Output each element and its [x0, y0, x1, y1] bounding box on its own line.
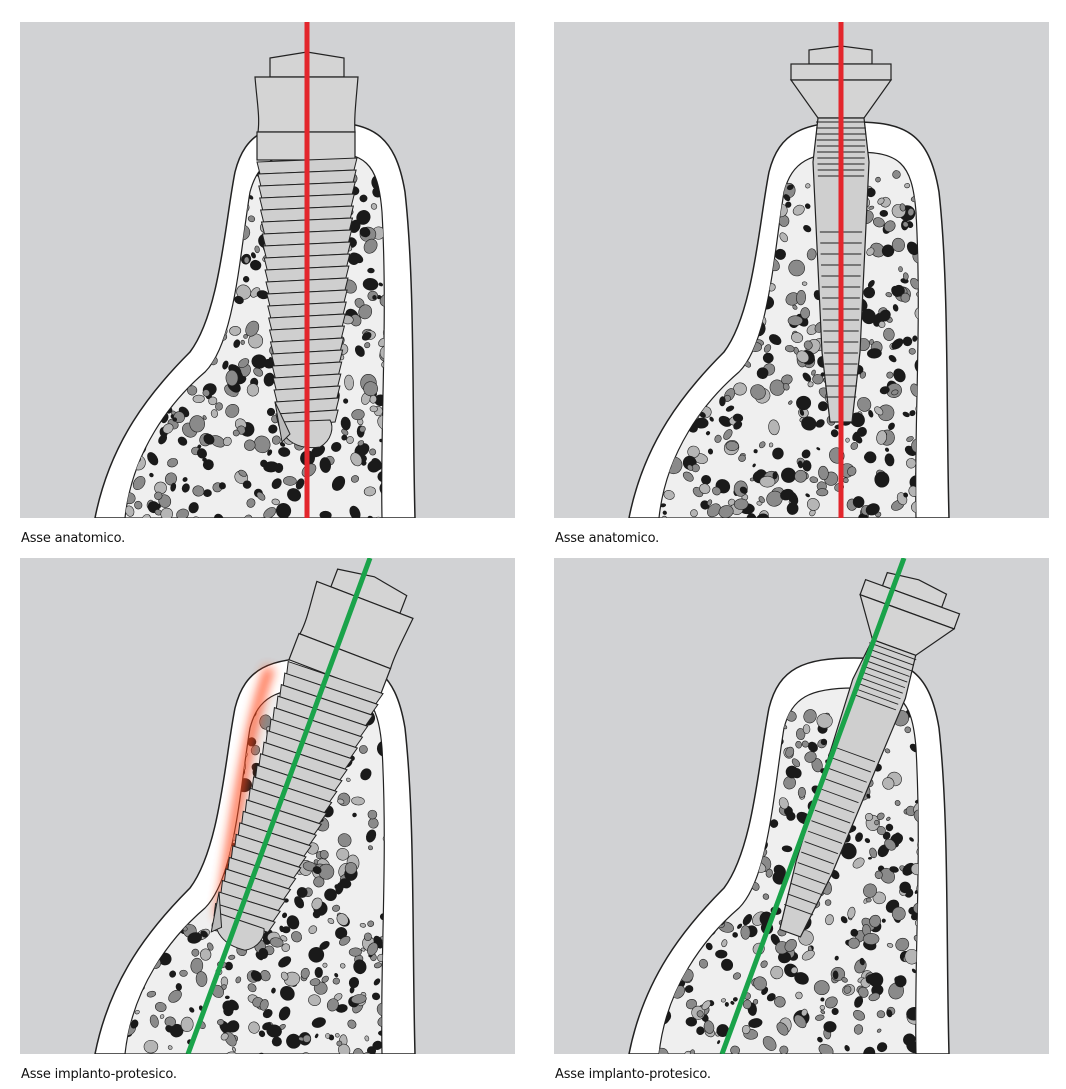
diagram-panel-anatomical-tapered [554, 22, 1049, 518]
caption: Asse anatomico. [555, 531, 660, 546]
caption: Asse anatomico. [21, 531, 126, 546]
caption: Asse implanto-protesico. [21, 1067, 177, 1082]
prosthetic-axis-line [719, 558, 907, 1054]
prosthetic-axis-line [185, 558, 373, 1054]
diagram-panel-prosthetic-cylindrical [20, 558, 515, 1054]
diagram-panel-anatomical-cylindrical [20, 22, 515, 518]
diagram-panel-prosthetic-tapered [554, 558, 1049, 1054]
caption: Asse implanto-protesico. [555, 1067, 711, 1082]
cylindrical-implant [210, 568, 414, 951]
